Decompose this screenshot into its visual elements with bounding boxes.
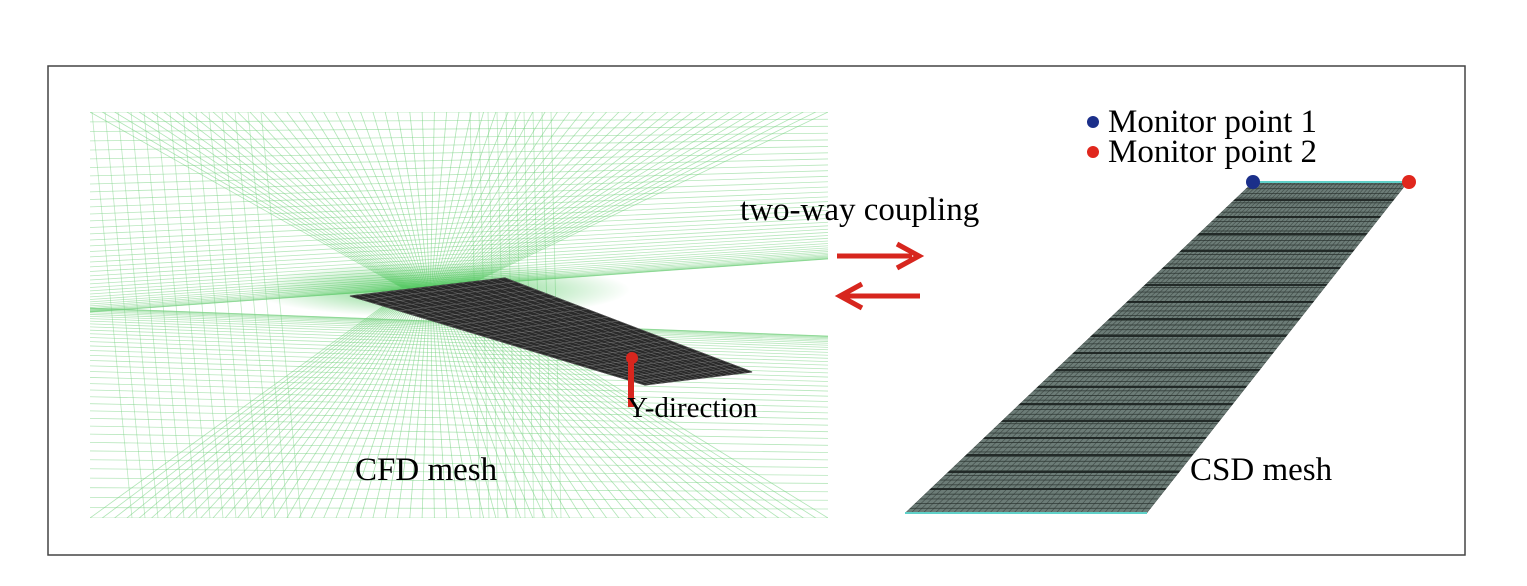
legend-dot-monitor-point-1 [1087, 116, 1099, 128]
arrow-right-icon [837, 241, 925, 271]
monitor-point-1-marker [1246, 175, 1260, 189]
y-direction-label: Y-direction [627, 392, 758, 424]
arrow-left-icon [834, 281, 920, 311]
cfd-mesh-label: CFD mesh [355, 452, 498, 488]
y-direction-marker [626, 352, 638, 407]
legend-dot-monitor-point-2 [1087, 146, 1099, 158]
csd-mesh-label: CSD mesh [1190, 452, 1333, 488]
monitor-point-1-label: Monitor point 1 [1108, 104, 1318, 140]
csd-mesh-panel [905, 181, 1408, 514]
coupling-label: two-way coupling [740, 192, 980, 228]
monitor-point-2-marker [1402, 175, 1416, 189]
monitor-point-2-label: Monitor point 2 [1108, 134, 1318, 170]
figure-frame [47, 65, 1466, 556]
wing-surface-mesh [349, 277, 753, 386]
